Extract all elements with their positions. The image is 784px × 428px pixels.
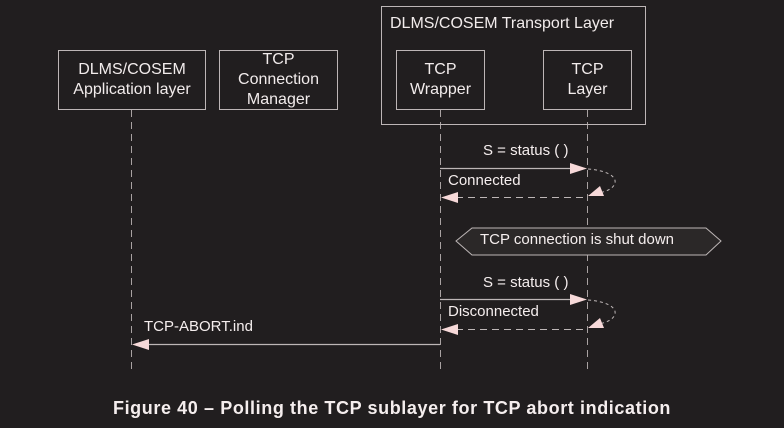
note-label: TCP connection is shut down [480,231,674,248]
arrowhead [441,192,458,203]
message-label: Disconnected [448,303,539,320]
participant-tcp-layer: TCP Layer [543,50,632,110]
participant-label: Application layer [73,81,191,98]
arrowhead [588,318,604,328]
arrowhead [441,324,458,335]
message-label: TCP-ABORT.ind [144,318,253,335]
message-label: S = status ( ) [483,274,569,291]
arrowhead [588,186,604,196]
message-label: S = status ( ) [483,142,569,159]
participant-label: Layer [567,81,608,98]
note-shape [455,227,722,256]
arrowhead [570,163,587,174]
arrowhead [570,294,587,305]
arrowhead [132,339,149,350]
self-loop-2 [587,299,616,325]
participant-label: TCP [262,51,295,68]
participant-label: TCP [424,61,457,78]
message-label: Connected [448,172,521,189]
participant-label: TCP [571,61,604,78]
participant-label: Manager [246,91,311,108]
participant-label: Wrapper [409,81,472,98]
participant-label: Connection [238,71,319,88]
self-loop-1 [587,168,616,194]
participant-label: DLMS/COSEM [78,61,186,78]
participant-application-layer: DLMS/COSEM Application layer [58,50,206,110]
participant-tcp-wrapper: TCP Wrapper [396,50,485,110]
figure-caption: Figure 40 – Polling the TCP sublayer for… [112,398,672,418]
transport-layer-group: DLMS/COSEM Transport Layer [381,6,646,125]
participant-tcp-connection-manager: TCP Connection Manager [219,50,338,110]
group-title: DLMS/COSEM Transport Layer [390,15,615,32]
